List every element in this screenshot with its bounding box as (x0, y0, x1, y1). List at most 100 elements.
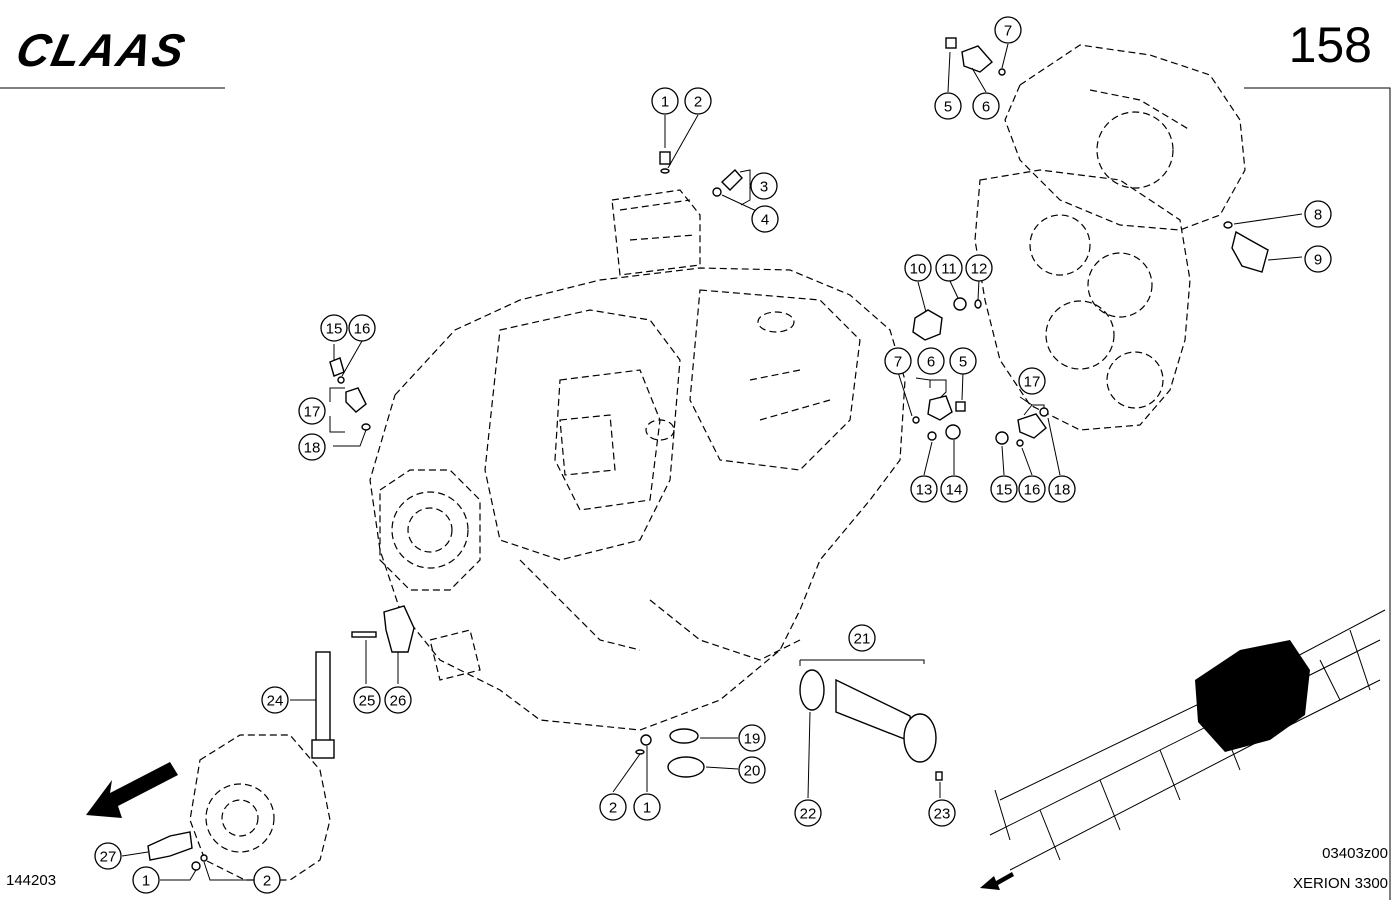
callout-2: 2 (684, 87, 712, 115)
upper-housing (974, 44, 1246, 431)
callout-11: 11 (935, 254, 963, 282)
chassis-location-thumbnail (980, 609, 1386, 890)
callout-circle (738, 724, 766, 752)
callout-number: 26 (390, 693, 407, 710)
callout-13: 13 (910, 475, 938, 503)
callout-6: 6 (917, 347, 945, 375)
callout-16: 16 (348, 314, 376, 342)
callout-number: 27 (100, 849, 117, 866)
callout-circle (940, 475, 968, 503)
callout-circle (384, 686, 412, 714)
callout-1: 1 (651, 87, 679, 115)
callout-25: 25 (353, 686, 381, 714)
callout-number: 13 (916, 482, 933, 499)
page-number: 158 (1289, 17, 1372, 73)
callout-circle (794, 799, 822, 827)
callout-21: 21 (848, 624, 876, 652)
callout-14: 14 (940, 475, 968, 503)
callout-number: 10 (910, 261, 927, 278)
callout-6: 6 (972, 92, 1000, 120)
callout-circle (1048, 475, 1076, 503)
callout-number: 21 (854, 631, 871, 648)
callout-circle (848, 624, 876, 652)
callout-number: 18 (1054, 482, 1071, 499)
callout-10: 10 (904, 254, 932, 282)
callout-number: 11 (941, 261, 957, 278)
callout-circle (884, 347, 912, 375)
callout-19: 19 (738, 724, 766, 752)
callout-number: 6 (982, 99, 990, 116)
callout-number: 17 (1024, 374, 1041, 391)
callout-number: 1 (661, 94, 669, 111)
callout-circle (684, 87, 712, 115)
callout-number: 9 (1314, 252, 1322, 269)
callout-number: 7 (894, 354, 902, 371)
callout-number: 22 (800, 806, 817, 823)
sheet-id: 144203 (6, 872, 56, 889)
callout-4: 4 (751, 205, 779, 233)
callout-number: 5 (959, 354, 967, 371)
callout-22: 22 (794, 799, 822, 827)
callout-number: 24 (267, 693, 284, 710)
callout-number: 2 (609, 800, 617, 817)
callout-number: 17 (304, 404, 321, 421)
leader-lines (121, 43, 1303, 881)
callout-18: 18 (1048, 475, 1076, 503)
callout-15: 15 (320, 314, 348, 342)
callout-circle (934, 92, 962, 120)
callout-circle (949, 347, 977, 375)
callout-12: 12 (965, 254, 993, 282)
callout-circle (633, 793, 661, 821)
callout-number: 2 (694, 94, 702, 111)
transmission-housing (369, 189, 906, 731)
callout-number: 1 (142, 873, 150, 890)
callout-circle (750, 172, 778, 200)
callout-1: 1 (132, 866, 160, 894)
callout-17: 17 (1018, 367, 1046, 395)
callout-24: 24 (261, 686, 289, 714)
callout-circle (1018, 475, 1046, 503)
callout-20: 20 (738, 756, 766, 784)
callout-number: 15 (996, 482, 1013, 499)
callout-number: 15 (326, 321, 343, 338)
callout-circle (910, 475, 938, 503)
direction-arrow-icon (86, 762, 178, 818)
sheet-frame (0, 87, 1391, 900)
callout-23: 23 (928, 799, 956, 827)
callout-9: 9 (1304, 245, 1332, 273)
callout-1: 1 (633, 793, 661, 821)
callout-number: 1 (643, 800, 651, 817)
callout-27: 27 (94, 842, 122, 870)
callout-number: 18 (304, 440, 321, 457)
callout-number: 12 (971, 261, 988, 278)
callout-2: 2 (599, 793, 627, 821)
callout-7: 7 (884, 347, 912, 375)
callout-18: 18 (298, 433, 326, 461)
drawing-code: 03403z00 (1322, 845, 1388, 862)
callout-circle (348, 314, 376, 342)
claas-logo: CLAAS (12, 24, 191, 75)
callout-circle (994, 16, 1022, 44)
callout-circle (1304, 200, 1332, 228)
callout-26: 26 (384, 686, 412, 714)
callout-circle (298, 397, 326, 425)
callout-number: 19 (744, 731, 761, 748)
callout-circle (917, 347, 945, 375)
callout-circle (353, 686, 381, 714)
callout-circle (751, 205, 779, 233)
callout-number: 16 (1024, 482, 1041, 499)
callout-5: 5 (949, 347, 977, 375)
callout-number: 3 (760, 179, 768, 196)
callout-number: 5 (944, 99, 952, 116)
callout-number: 14 (946, 482, 963, 499)
callout-16: 16 (1018, 475, 1046, 503)
callout-circle (972, 92, 1000, 120)
callout-2: 2 (253, 866, 281, 894)
callout-circle (261, 686, 289, 714)
callout-circle (320, 314, 348, 342)
callout-circle (965, 254, 993, 282)
callout-number: 7 (1004, 23, 1012, 40)
callout-17: 17 (298, 397, 326, 425)
